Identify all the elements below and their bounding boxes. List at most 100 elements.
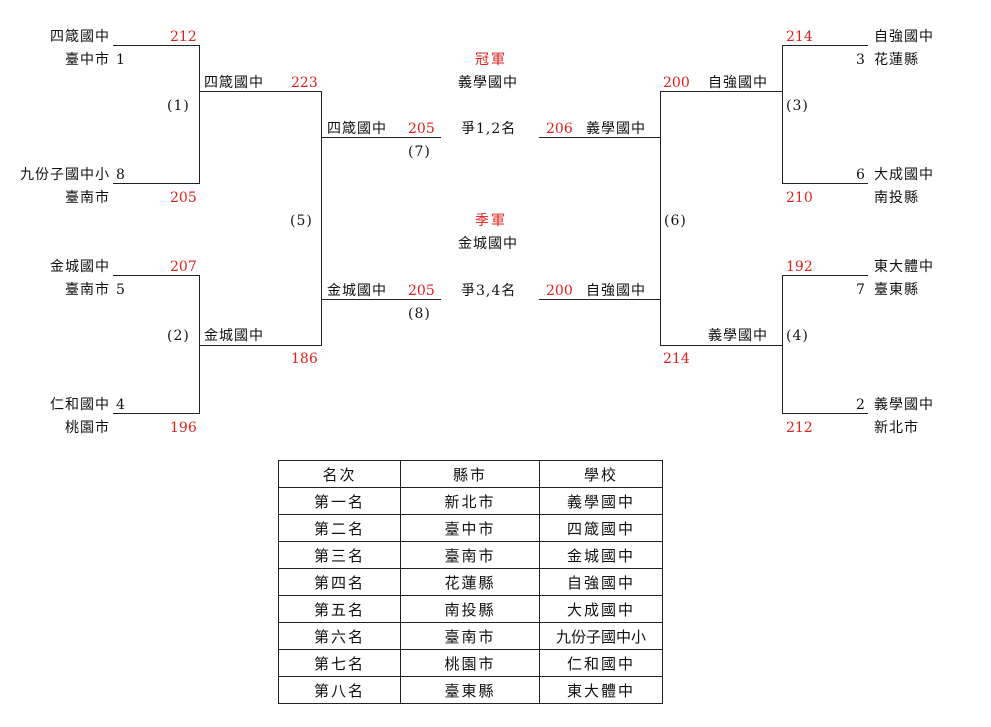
city-cell: 臺南市 [400,622,540,650]
score: 186 [291,351,318,367]
rank-cell: 第二名 [278,514,401,542]
game-label: (1) [167,98,190,114]
school-cell: 大成國中 [539,595,663,623]
third-place-match-label: 爭3,4名 [461,283,517,299]
semifinal-team: 義學國中 [586,121,646,137]
game-label: (6) [664,213,687,229]
final-label: 爭1,2名 [461,121,517,137]
seed-number: 5 [116,282,126,298]
table-row: 第二名 臺中市 四箴國中 [278,514,663,542]
rank-cell: 第一名 [278,487,401,515]
seed-number: 4 [116,397,126,413]
school-cell: 義學國中 [539,487,663,515]
table-row: 第八名 臺東縣 東大體中 [278,676,663,704]
champion-school: 義學國中 [458,75,518,91]
city-cell: 臺東縣 [400,676,540,704]
city-cell: 新北市 [400,487,540,515]
city-cell: 花蓮縣 [400,568,540,596]
bracket-line [660,91,661,346]
bracket-line [660,345,782,346]
seed-number: 2 [856,397,866,413]
table-row: 第五名 南投縣 大成國中 [278,595,663,623]
table-row: 第一名 新北市 義學國中 [278,487,663,515]
school-cell: 九份子國中小 [539,622,663,650]
team-city: 新北市 [874,420,919,436]
table-row: 第六名 臺南市 九份子國中小 [278,622,663,650]
rank-cell: 第八名 [278,676,401,704]
school-cell: 四箴國中 [539,514,663,542]
rank-cell: 第四名 [278,568,401,596]
game-label: (3) [786,98,809,114]
semifinal-team: 金城國中 [327,283,387,299]
bracket-line [782,413,868,414]
seed-number: 1 [116,52,126,68]
winner-name: 義學國中 [708,328,768,344]
bracket-line [539,299,660,300]
score: 206 [546,121,573,137]
bracket-line [321,137,441,138]
team-city: 桃園市 [65,420,110,436]
score: 214 [663,351,690,367]
bracket-line [199,345,321,346]
bracket-line [782,45,783,184]
seed-number: 8 [116,167,126,183]
bracket-line [199,91,321,92]
third-place-title: 季軍 [475,213,507,229]
column-header: 學校 [539,460,663,488]
score: 205 [408,121,435,137]
team-name: 東大體中 [874,259,934,275]
seed-number: 7 [856,282,866,298]
score: 207 [170,259,197,275]
game-label: (2) [167,328,190,344]
semifinal-team: 自強國中 [586,283,646,299]
bracket-line [321,91,322,346]
score: 192 [786,259,813,275]
team-name: 四箴國中 [50,29,110,45]
team-city: 花蓮縣 [874,52,919,68]
team-city: 臺中市 [65,52,110,68]
team-name: 金城國中 [50,259,110,275]
ranking-table: 名次 縣市 學校 第一名 新北市 義學國中 第二名 臺中市 四箴國中 第三名 臺… [278,460,663,704]
rank-cell: 第六名 [278,622,401,650]
city-cell: 臺南市 [400,541,540,569]
school-cell: 仁和國中 [539,649,663,677]
game-label: (5) [290,213,313,229]
bracket-line [782,275,783,414]
bracket-line [539,137,660,138]
school-cell: 金城國中 [539,541,663,569]
bracket-line [782,45,868,46]
table-row: 第七名 桃園市 仁和國中 [278,649,663,677]
bracket-line [660,91,782,92]
semifinal-team: 四箴國中 [327,121,387,137]
seed-number: 6 [856,167,866,183]
score: 214 [786,29,813,45]
game-label: (4) [786,328,809,344]
seed-number: 3 [856,52,866,68]
table-row: 第三名 臺南市 金城國中 [278,541,663,569]
score: 212 [170,29,197,45]
team-name: 義學國中 [874,397,934,413]
score: 200 [546,283,573,299]
bracket-line [113,45,199,46]
score: 205 [408,283,435,299]
team-city: 臺南市 [65,282,110,298]
table-header-row: 名次 縣市 學校 [278,460,663,488]
score: 205 [170,190,197,206]
city-cell: 桃園市 [400,649,540,677]
game-label: (7) [408,144,431,160]
bracket-line [321,299,441,300]
team-name: 九份子國中小 [20,167,110,183]
team-city: 臺東縣 [874,282,919,298]
bracket-line [113,275,199,276]
bracket-line [199,275,200,414]
third-place-school: 金城國中 [458,236,518,252]
rank-cell: 第五名 [278,595,401,623]
winner-name: 金城國中 [204,328,264,344]
rank-cell: 第七名 [278,649,401,677]
bracket-line [113,183,199,184]
column-header: 名次 [278,460,401,488]
score: 196 [170,420,197,436]
bracket-line [113,413,199,414]
school-cell: 東大體中 [539,676,663,704]
team-name: 仁和國中 [50,397,110,413]
